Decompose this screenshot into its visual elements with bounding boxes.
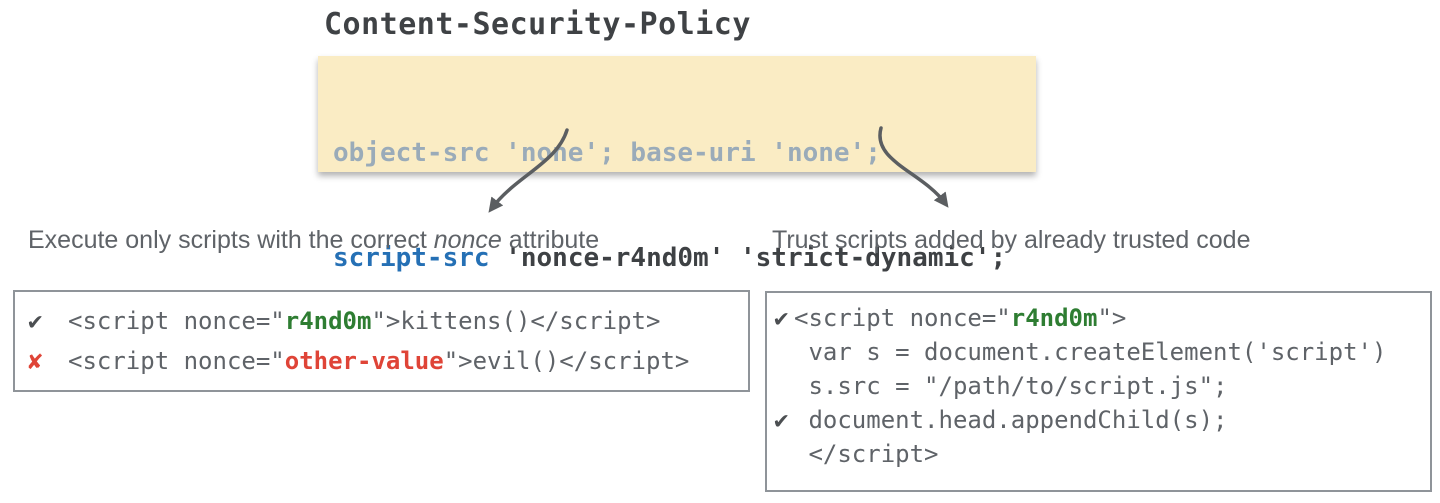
script-src-values: 'nonce-r4nd0m' 'strict-dynamic'; (489, 243, 1007, 273)
cross-icon: ✘ (28, 347, 43, 375)
check-icon: ✔ (28, 307, 43, 335)
page-title: Content-Security-Policy (324, 7, 751, 42)
policy-line-script-src: script-src 'nonce-r4nd0m' 'strict-dynami… (333, 241, 1036, 276)
code-line-set-src: s.src = "/path/to/script.js"; (774, 369, 1430, 403)
csp-policy-box: object-src 'none'; base-uri 'none'; scri… (318, 56, 1036, 273)
code-text: <script nonce="r4nd0m"> (794, 304, 1127, 332)
left-annotation-text: Execute only scripts with the correct (28, 226, 434, 254)
nonce-value-good: r4nd0m (1010, 304, 1098, 332)
code-text: <script nonce="other-value">evil()</scri… (68, 347, 690, 375)
code-line-create-element: var s = document.createElement('script') (774, 335, 1430, 369)
code-text: s.src = "/path/to/script.js"; (794, 372, 1228, 400)
left-annotation-suffix: attribute (501, 226, 600, 254)
nonce-value-good: r4nd0m (284, 307, 372, 335)
nonce-example-box: ✔ <script nonce="r4nd0m">kittens()</scrip… (13, 290, 750, 392)
code-line-allowed: ✔ <script nonce="r4nd0m">kittens()</scrip… (28, 301, 748, 341)
code-line-script-close: </script> (774, 437, 1430, 471)
code-text: document.head.appendChild(s); (794, 406, 1228, 434)
right-annotation: Trust scripts added by already trusted c… (772, 226, 1251, 254)
check-icon: ✔ (774, 304, 789, 332)
code-text: <script nonce="r4nd0m">kittens()</script… (68, 307, 661, 335)
code-line-blocked: ✘ <script nonce="other-value">evil()</scr… (28, 341, 748, 381)
policy-line-object-src: object-src 'none'; base-uri 'none'; (333, 138, 881, 168)
code-text: </script> (794, 440, 939, 468)
code-line-script-open: ✔<script nonce="r4nd0m"> (774, 301, 1430, 335)
left-annotation: Execute only scripts with the correct no… (28, 224, 599, 256)
check-icon: ✔ (774, 406, 789, 434)
nonce-value-bad: other-value (284, 347, 444, 375)
code-text: var s = document.createElement('script') (794, 338, 1387, 366)
left-annotation-nonce-word: nonce (433, 226, 502, 254)
code-line-append-child: ✔ document.head.appendChild(s); (774, 403, 1430, 437)
script-src-directive: script-src (333, 243, 490, 273)
strict-dynamic-example-box: ✔<script nonce="r4nd0m"> var s = documen… (765, 291, 1432, 492)
